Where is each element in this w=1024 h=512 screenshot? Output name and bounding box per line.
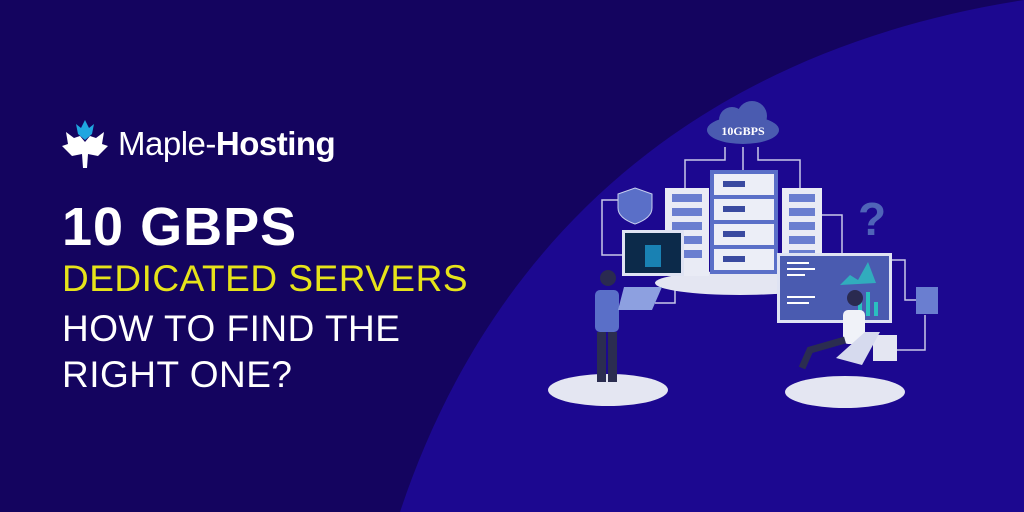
server-illustration: 10GBPS ?: [548, 101, 938, 408]
headline-line-3: HOW TO FIND THE: [62, 308, 401, 349]
shield-lock-icon: [617, 187, 653, 225]
document-icon: [916, 287, 938, 314]
headline-subject: DEDICATED SERVERS: [62, 258, 468, 299]
analytics-monitor: [777, 253, 892, 323]
server-rack-center: [710, 170, 778, 274]
logo: Maple-Hosting: [60, 118, 336, 170]
cloud-icon: 10GBPS: [707, 101, 779, 144]
brand-name: Maple-Hosting: [118, 125, 336, 162]
headline-question: HOW TO FIND THE RIGHT ONE?: [62, 306, 400, 398]
seated-person: [798, 290, 880, 370]
headline-line-4: RIGHT ONE?: [62, 354, 293, 395]
image-document-icon: [873, 335, 897, 361]
maple-leaf-icon: [62, 120, 108, 168]
person-with-laptop: [595, 270, 662, 382]
left-platform: [548, 374, 668, 406]
datacenter-monitor: [622, 230, 684, 276]
right-platform: [785, 376, 905, 408]
svg-text:10GBPS: 10GBPS: [721, 124, 765, 138]
headline-speed: 10 GBPS: [62, 197, 298, 257]
question-mark-icon: ?: [858, 193, 886, 245]
